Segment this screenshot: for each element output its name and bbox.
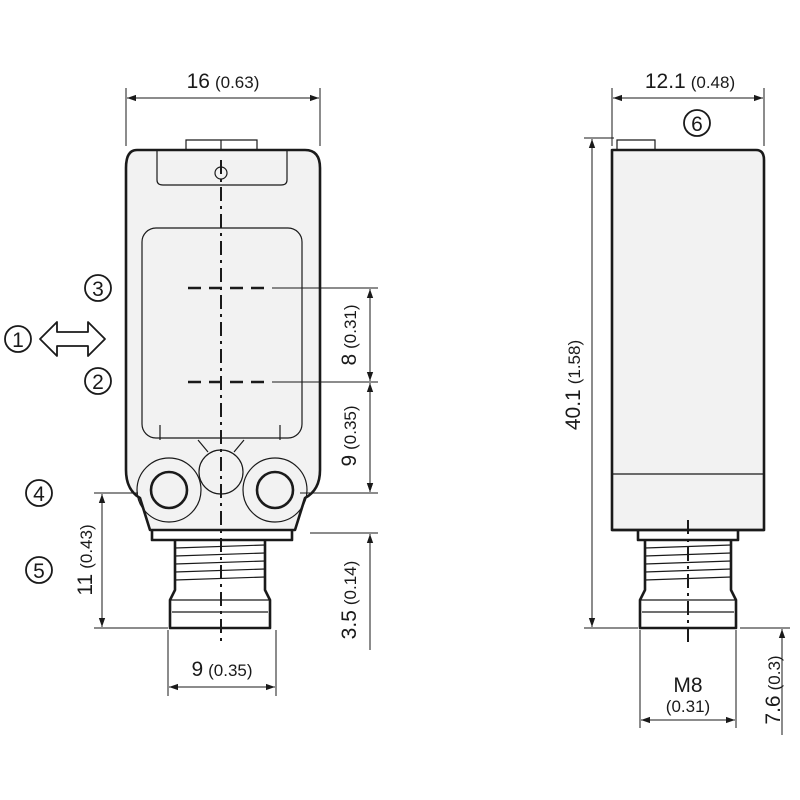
side-dimensions: 12.1(0.48) 40.1(1.58) M8 (0.31) 7.6(0.3) (562, 70, 790, 735)
direction-arrow-icon (39, 321, 106, 357)
side-housing (610, 148, 766, 532)
connector-width-dim: 9(0.35) (191, 658, 252, 681)
axis-to-mount-dim: 9(0.35) (338, 405, 361, 466)
svg-text:6: 6 (691, 113, 703, 136)
total-height-dim: 40.1(1.58) (562, 340, 585, 430)
mount-boss-left (136, 457, 202, 523)
svg-text:5: 5 (33, 560, 45, 583)
mount-hole-left (149, 470, 189, 510)
front-housing (124, 148, 322, 532)
side-width-dim: 12.1(0.48) (645, 70, 735, 93)
svg-text:2: 2 (92, 371, 104, 394)
side-view (610, 139, 766, 645)
mount-boss-right (242, 457, 308, 523)
mount-hole-right (255, 470, 295, 510)
callout-4: 4 (25, 479, 53, 507)
callout-6: 6 (683, 109, 711, 137)
thread-dim: M8 (673, 674, 702, 697)
callout-2: 2 (84, 367, 112, 395)
mount-to-bottom-dim: 3.5(0.14) (338, 561, 361, 640)
front-dimensions: 16(0.63) 8(0.31) 9(0.35) 3.5(0.14) 11(0.… (74, 70, 378, 696)
connector-length-dim: 11(0.43) (74, 524, 97, 595)
axis-spacing-dim: 8(0.31) (338, 304, 361, 365)
thread-length-dim: 7.6(0.3) (762, 655, 785, 724)
front-view (124, 139, 322, 645)
side-top-tab (616, 139, 656, 150)
callout-1: 1 (4, 325, 32, 353)
svg-text:3: 3 (92, 278, 104, 301)
callout-3: 3 (84, 274, 112, 302)
top-window (156, 150, 288, 186)
thread-dim-inch: (0.31) (666, 697, 710, 716)
svg-text:1: 1 (12, 329, 24, 352)
svg-text:4: 4 (33, 483, 45, 506)
callout-5: 5 (25, 556, 53, 584)
front-width-dim: 16(0.63) (187, 70, 260, 93)
